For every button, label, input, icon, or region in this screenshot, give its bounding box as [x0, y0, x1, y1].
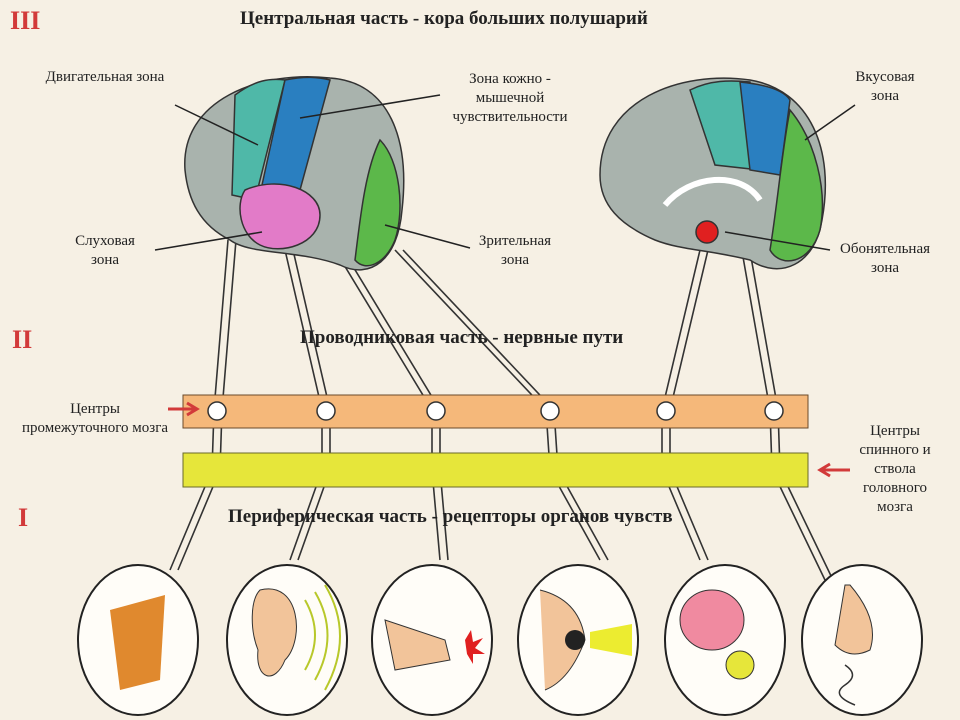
label-leader-lines: [154, 94, 856, 251]
sense-organ-circles: [77, 564, 923, 716]
spinal-band: [182, 452, 809, 488]
visual-zone-label: Зрительная зона: [478, 233, 552, 268]
section-numeral-i: I: [18, 503, 29, 532]
ear-icon: [251, 588, 297, 677]
peripheral-title: Периферическая часть - рецепторы органов…: [228, 506, 673, 527]
pain-spark-icon: [465, 630, 485, 664]
nose-icon: [834, 584, 873, 655]
conductive-title: Проводниковая часть - нервные пути: [300, 327, 624, 348]
diencephalon-band: [182, 394, 809, 429]
motor-zone-label: Двигательная зона: [45, 69, 165, 85]
arrow-right-icon: [168, 401, 200, 417]
brain-medial-view: [599, 77, 827, 270]
section-numeral-iii: III: [10, 6, 41, 35]
spinal-centers-label: Центры спинного и ствола головного мозга: [859, 423, 931, 515]
light-beam-icon: [590, 624, 632, 656]
tongue-icon: [679, 589, 745, 651]
finger-icon: [384, 619, 451, 671]
brain-lateral-view: [184, 76, 405, 271]
diencephalon-centers-label: Центры промежуточного мозга: [21, 401, 169, 436]
skin-zone-label: Зона кожно - мышечной чувствительности: [452, 71, 568, 125]
central-title: Центральная часть - кора больших полушар…: [240, 8, 648, 29]
nerve-paths: [169, 239, 834, 581]
muscle-icon: [110, 595, 165, 690]
hearing-zone-label: Слуховая зона: [75, 233, 135, 268]
smell-zone-label: Обонятельная зона: [839, 241, 930, 276]
section-numeral-ii: II: [12, 325, 33, 354]
nerve-nodes: [207, 401, 784, 421]
taste-zone-label: Вкусовая зона: [855, 69, 915, 104]
lollipop-icon: [725, 650, 755, 680]
arrow-left-icon: [817, 462, 850, 478]
